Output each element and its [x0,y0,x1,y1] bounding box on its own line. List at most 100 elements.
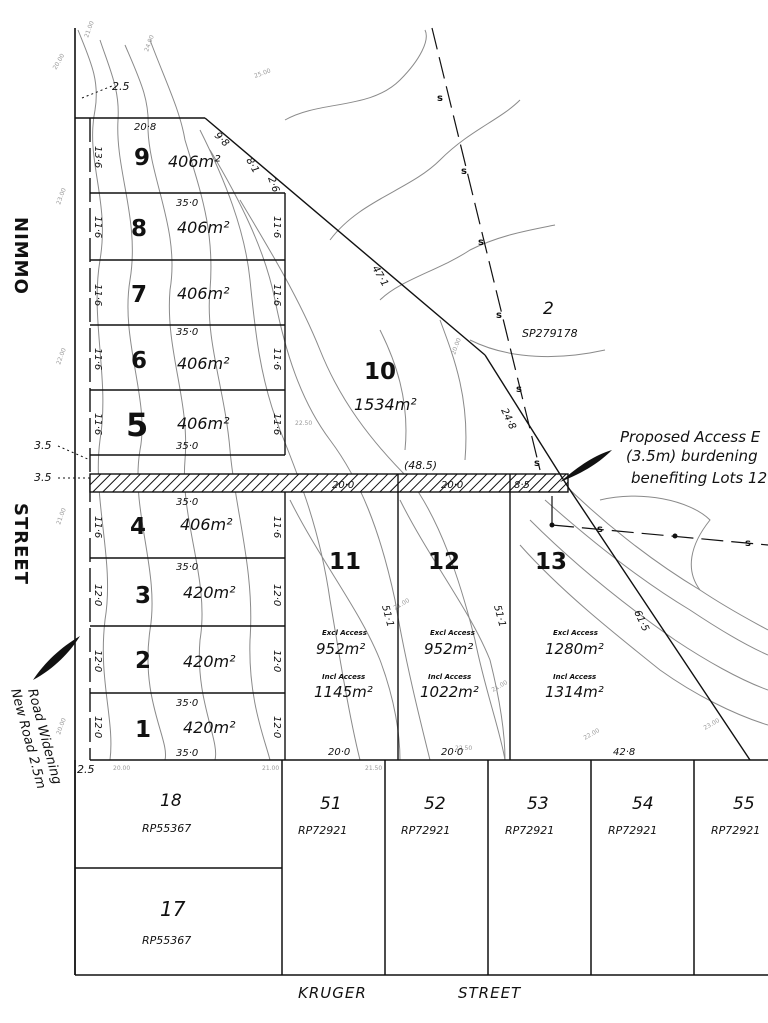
svg-text:s: s [745,538,751,549]
lot-2: 2 420m² [135,648,236,674]
svg-text:1145m²: 1145m² [314,683,373,701]
road-widening-arrow [33,636,80,680]
svg-text:12·0: 12·0 [92,650,103,672]
lot-boundaries [75,117,768,761]
lot-3: 3 420m² [135,583,236,609]
svg-text:RP72921: RP72921 [401,824,450,837]
svg-text:21.00: 21.00 [55,507,68,526]
svg-text:RP55367: RP55367 [142,934,191,947]
lot-1: 1 420m² [135,717,236,743]
svg-text:4: 4 [130,514,146,540]
svg-text:s: s [597,524,603,535]
svg-text:35·0: 35·0 [176,327,198,338]
svg-text:Excl Access: Excl Access [553,629,598,637]
svg-text:952m²: 952m² [316,640,365,658]
lot-7: 7 406m² [131,282,230,308]
svg-text:3: 3 [135,583,151,609]
external-lots [74,760,768,976]
svg-text:22.00: 22.00 [583,727,602,742]
nimmo-street-name-2: STREET [10,503,31,585]
svg-text:2·6: 2·6 [265,175,281,194]
svg-text:s: s [496,310,502,321]
svg-text:23.00: 23.00 [55,187,68,206]
svg-text:12·0: 12·0 [271,584,282,606]
svg-text:11·6: 11·6 [92,284,103,306]
lot-12: 12 Excl Access 952m² Incl Access 1022m² [420,549,479,701]
svg-text:Excl Access: Excl Access [430,629,475,637]
kruger-street-name-2: STREET [458,984,522,1002]
svg-text:12: 12 [428,549,460,575]
svg-text:20·8: 20·8 [134,122,156,133]
contour-lines [77,29,768,761]
svg-text:12·0: 12·0 [92,584,103,606]
lot-4: 4 406m² [130,514,233,540]
offset-leaders [57,85,113,479]
svg-text:8·1: 8·1 [243,156,260,175]
svg-text:11·6: 11·6 [92,413,103,435]
svg-text:51·1: 51·1 [491,604,507,628]
svg-text:61·5: 61·5 [631,609,650,634]
svg-text:22.00: 22.00 [55,347,68,366]
svg-text:952m²: 952m² [424,640,473,658]
svg-text:2: 2 [543,299,554,319]
svg-text:420m²: 420m² [183,583,236,602]
svg-text:53: 53 [527,794,549,814]
svg-text:5: 5 [126,406,148,444]
svg-text:11: 11 [329,549,361,575]
svg-text:54: 54 [632,794,654,814]
lot-5: 5 406m² [126,406,230,444]
svg-text:35·0: 35·0 [176,497,198,508]
svg-text:1: 1 [135,717,151,743]
lot-6: 6 406m² [131,348,230,374]
svg-text:21.00: 21.00 [83,20,96,39]
svg-text:21.50: 21.50 [365,765,382,772]
svg-text:s: s [478,237,484,248]
external-lot-18: 18 RP55367 [142,791,191,835]
svg-text:SP279178: SP279178 [522,327,578,340]
dimensions: 20·8 9·8 8·1 2·6 47·1 24·8 61·5 51·1 51·… [92,122,651,759]
svg-text:17: 17 [160,897,186,921]
svg-text:20.00: 20.00 [55,717,68,736]
svg-text:35·0: 35·0 [176,748,198,759]
nimmo-street-name: NIMMO [10,217,31,295]
sewer-labels: s s s s s s s s [437,93,751,549]
svg-text:1280m²: 1280m² [545,640,604,658]
sewer-manhole [672,533,678,539]
svg-text:11·6: 11·6 [92,216,103,238]
offset-bottom: 2.5 [77,763,95,776]
external-lot-17: 17 RP55367 [142,897,191,947]
svg-text:12·0: 12·0 [271,716,282,738]
access-pointer-arrow [560,450,612,482]
offset-a: 3.5 [34,439,52,452]
svg-text:11·6: 11·6 [271,348,282,370]
svg-text:20.00: 20.00 [450,337,463,356]
svg-text:RP55367: RP55367 [142,822,191,835]
svg-text:406m²: 406m² [180,515,233,534]
svg-text:Incl Access: Incl Access [322,673,365,681]
lot-11: 11 Excl Access 952m² Incl Access 1145m² [314,549,373,701]
svg-text:406m²: 406m² [177,284,230,303]
external-lot-54: 54 RP72921 [608,794,657,837]
svg-text:s: s [516,384,522,395]
svg-text:6: 6 [131,348,147,374]
svg-text:8·5: 8·5 [514,480,530,491]
access-width-total: (48.5) [404,459,437,472]
svg-text:51: 51 [320,794,342,814]
svg-text:RP72921: RP72921 [608,824,657,837]
access-note-line2: (3.5m) burdening [626,447,758,465]
svg-text:20.00: 20.00 [113,765,130,772]
svg-text:1314m²: 1314m² [545,683,604,701]
svg-text:11·6: 11·6 [271,516,282,538]
svg-text:22.50: 22.50 [295,420,312,427]
svg-text:s: s [437,93,443,104]
svg-text:11·6: 11·6 [92,516,103,538]
svg-text:23.00: 23.00 [703,717,722,732]
svg-text:8: 8 [131,216,147,242]
svg-text:1534m²: 1534m² [354,395,417,414]
svg-text:11·6: 11·6 [271,413,282,435]
svg-text:11·6: 11·6 [271,284,282,306]
svg-text:13: 13 [535,549,567,575]
svg-text:20.00: 20.00 [52,52,67,71]
svg-text:42·8: 42·8 [613,747,635,758]
